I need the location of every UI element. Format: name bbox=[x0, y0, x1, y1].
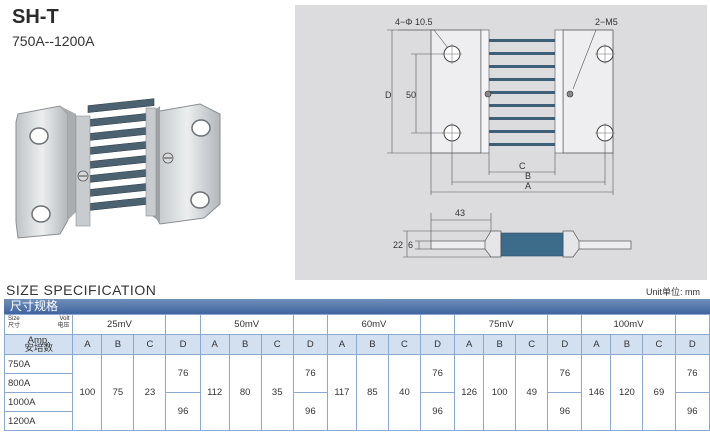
value-d: 96 bbox=[547, 392, 583, 431]
dim-22-label: 22 bbox=[393, 240, 403, 250]
value-a: 117 bbox=[326, 354, 357, 431]
spec-heading-zh: 尺寸规格 bbox=[10, 299, 59, 313]
amp-1000: 1000A bbox=[3, 392, 74, 412]
dim-d-label: D bbox=[385, 90, 392, 100]
current-range: 750A--1200A bbox=[12, 33, 95, 49]
col-b: B bbox=[610, 334, 644, 355]
value-d: 76 bbox=[165, 354, 201, 393]
col-c: C bbox=[387, 334, 421, 355]
amp-750: 750A bbox=[3, 354, 74, 374]
voltage-header: 50mV bbox=[199, 314, 294, 335]
dim-c-label: C bbox=[519, 161, 526, 171]
corner-volt-label: Volt 电压 bbox=[57, 316, 70, 329]
value-c: 35 bbox=[260, 354, 294, 431]
amp-800: 800A bbox=[3, 373, 74, 393]
dim-b-label: B bbox=[525, 171, 531, 181]
spec-heading-bar: 尺寸规格 bbox=[4, 299, 710, 314]
shunt-product-photo bbox=[8, 92, 240, 242]
col-a: A bbox=[72, 334, 103, 355]
col-a: A bbox=[199, 334, 230, 355]
col-b: B bbox=[228, 334, 262, 355]
col-b: B bbox=[355, 334, 389, 355]
col-d: D bbox=[547, 334, 583, 355]
value-b: 100 bbox=[483, 354, 517, 431]
voltage-header: 25mV bbox=[72, 314, 167, 335]
dim-43-label: 43 bbox=[455, 208, 465, 218]
value-c: 49 bbox=[515, 354, 549, 431]
unit-label: Unit单位: mm bbox=[646, 287, 701, 297]
value-d: 96 bbox=[165, 392, 201, 431]
corner-size-label: Size 尺寸 bbox=[8, 316, 21, 329]
col-c: C bbox=[642, 334, 676, 355]
col-d: D bbox=[292, 334, 328, 355]
size-spec-heading: SIZE SPECIFICATION bbox=[6, 282, 157, 298]
col-b: B bbox=[101, 334, 135, 355]
value-d: 96 bbox=[419, 392, 456, 431]
value-b: 120 bbox=[610, 354, 644, 431]
col-c: C bbox=[133, 334, 167, 355]
size-spec-table: Size 尺寸 Volt 电压 25mV 50mV 60mV 75mV 100m… bbox=[3, 314, 710, 431]
thread-spec-label: 2−M5 bbox=[595, 17, 618, 27]
amp-1200: 1200A bbox=[3, 411, 74, 431]
value-c: 23 bbox=[133, 354, 167, 431]
col-a: A bbox=[581, 334, 612, 355]
dim-a-label: A bbox=[525, 181, 531, 191]
dim-50-label: 50 bbox=[406, 90, 416, 100]
value-a: 112 bbox=[199, 354, 230, 431]
value-b: 85 bbox=[355, 354, 389, 431]
col-d: D bbox=[165, 334, 201, 355]
col-a: A bbox=[326, 334, 357, 355]
value-a: 146 bbox=[581, 354, 612, 431]
col-a: A bbox=[454, 334, 485, 355]
value-d: 76 bbox=[547, 354, 583, 393]
voltage-header: 100mV bbox=[581, 314, 676, 335]
col-c: C bbox=[260, 334, 294, 355]
technical-drawing: 4−Φ 10.5 2−M5 D 50 C B A bbox=[295, 5, 707, 280]
value-d: 96 bbox=[674, 392, 710, 431]
value-c: 69 bbox=[642, 354, 676, 431]
product-model: SH-T bbox=[12, 6, 59, 28]
dim-6-label: 6 bbox=[408, 240, 413, 250]
col-d: D bbox=[674, 334, 710, 355]
voltage-header: 75mV bbox=[454, 314, 549, 335]
col-c: C bbox=[515, 334, 549, 355]
value-d: 96 bbox=[292, 392, 328, 431]
voltage-header: 60mV bbox=[326, 314, 421, 335]
amp-label: Amp. 安培数 bbox=[3, 334, 74, 355]
value-b: 80 bbox=[228, 354, 262, 431]
corner-cell: Size 尺寸 Volt 电压 bbox=[3, 314, 74, 335]
value-b: 75 bbox=[101, 354, 135, 431]
hole-spec-label: 4−Φ 10.5 bbox=[395, 17, 432, 27]
value-d: 76 bbox=[674, 354, 710, 393]
col-b: B bbox=[483, 334, 517, 355]
col-d: D bbox=[419, 334, 456, 355]
value-a: 126 bbox=[454, 354, 485, 431]
value-d: 76 bbox=[292, 354, 328, 393]
value-a: 100 bbox=[72, 354, 103, 431]
value-c: 40 bbox=[387, 354, 421, 431]
value-d: 76 bbox=[419, 354, 456, 393]
